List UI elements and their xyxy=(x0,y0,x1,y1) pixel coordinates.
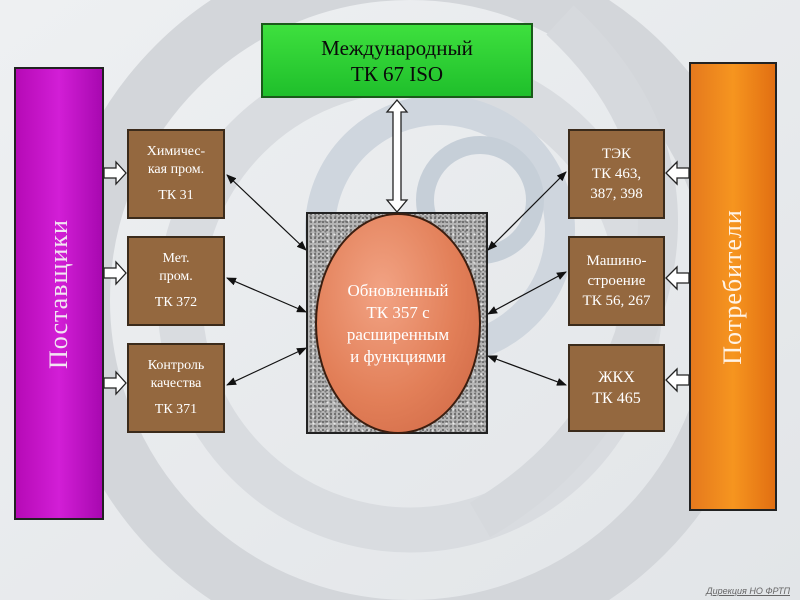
consumer-block-arrows xyxy=(665,160,690,393)
box-line: Контроль xyxy=(147,358,205,373)
box-line: пром. xyxy=(159,269,193,284)
center-line3: расширенным xyxy=(346,324,450,344)
thin-double-arrows xyxy=(226,171,567,386)
housing-utilities-box: ЖКХ ТК 465 xyxy=(568,344,665,432)
international-tc-line1: Международный xyxy=(321,35,473,60)
quality-control-box: Контроль качества ТК 371 xyxy=(127,343,225,433)
box-line: Мет. xyxy=(162,251,190,266)
consumers-label: Потребители xyxy=(718,208,747,365)
box-line: Химичес- xyxy=(146,144,206,159)
international-tc-box: Международный ТК 67 ISO xyxy=(261,23,533,98)
consumers-bar: Потребители xyxy=(689,62,777,511)
box-line: ТК 465 xyxy=(592,390,641,407)
chemical-industry-box: Химичес- кая пром. ТК 31 xyxy=(127,129,225,219)
box-code: ТК 371 xyxy=(154,402,198,417)
box-line: кая пром. xyxy=(147,162,205,177)
center-line2: ТК 357 с xyxy=(366,302,430,322)
box-line: ТК 463, xyxy=(591,166,642,182)
box-line: ТК 56, 267 xyxy=(582,293,651,309)
international-tc-line2: ТК 67 ISO xyxy=(350,61,444,86)
machine-building-box: Машино- строение ТК 56, 267 xyxy=(568,236,665,326)
center-line1: Обновленный xyxy=(347,280,449,300)
center-line4: и функциями xyxy=(350,346,446,366)
box-line: строение xyxy=(587,273,646,289)
supplier-block-arrows xyxy=(103,160,127,396)
box-line: ТЭК xyxy=(601,146,632,162)
box-code: ТК 31 xyxy=(158,188,194,203)
box-line: качества xyxy=(150,376,202,391)
box-line: 387, 398 xyxy=(590,186,643,202)
suppliers-bar: Поставщики xyxy=(14,67,104,520)
vertical-double-arrow xyxy=(385,98,409,214)
updated-tc-ellipse: Обновленный ТК 357 с расширенным и функц… xyxy=(315,213,481,434)
box-code: ТК 372 xyxy=(154,295,198,310)
metal-industry-box: Мет. пром. ТК 372 xyxy=(127,236,225,326)
fuel-energy-box: ТЭК ТК 463, 387, 398 xyxy=(568,129,665,219)
box-line: Машино- xyxy=(586,253,647,269)
box-line: ЖКХ xyxy=(598,369,635,386)
footer-credit: Дирекция НО ФРТП xyxy=(706,586,790,596)
suppliers-label: Поставщики xyxy=(44,218,74,369)
